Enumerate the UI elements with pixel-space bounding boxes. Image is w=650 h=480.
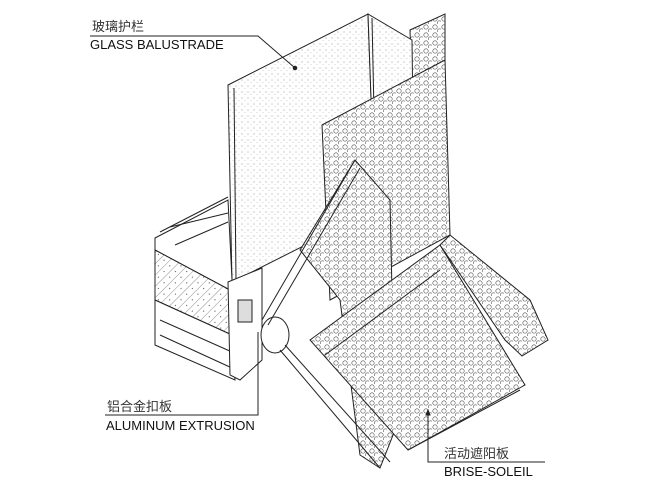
pivot-tube bbox=[260, 316, 290, 354]
brise-soleil-flange bbox=[439, 234, 549, 357]
glass-balustrade-label-en: GLASS BALUSTRADE bbox=[90, 37, 224, 52]
aluminum-extrusion-label-en: ALUMINUM EXTRUSION bbox=[106, 418, 255, 433]
glass-leader-line bbox=[90, 35, 296, 69]
brise-soleil-panel-bottom bbox=[309, 244, 526, 451]
aluminum-extrusion-label-cn: 铝合金扣板 bbox=[107, 399, 173, 414]
brise-soleil-label-en: BRISE-SOLEIL bbox=[444, 464, 533, 479]
extrusion-leader-line bbox=[105, 332, 259, 416]
brise-leader-line bbox=[427, 412, 545, 463]
brise-soleil-label-cn: 活动遮阳板 bbox=[444, 446, 510, 461]
glass-balustrade-label-cn: 玻璃护栏 bbox=[92, 19, 145, 34]
aluminum-extrusion bbox=[227, 267, 263, 381]
